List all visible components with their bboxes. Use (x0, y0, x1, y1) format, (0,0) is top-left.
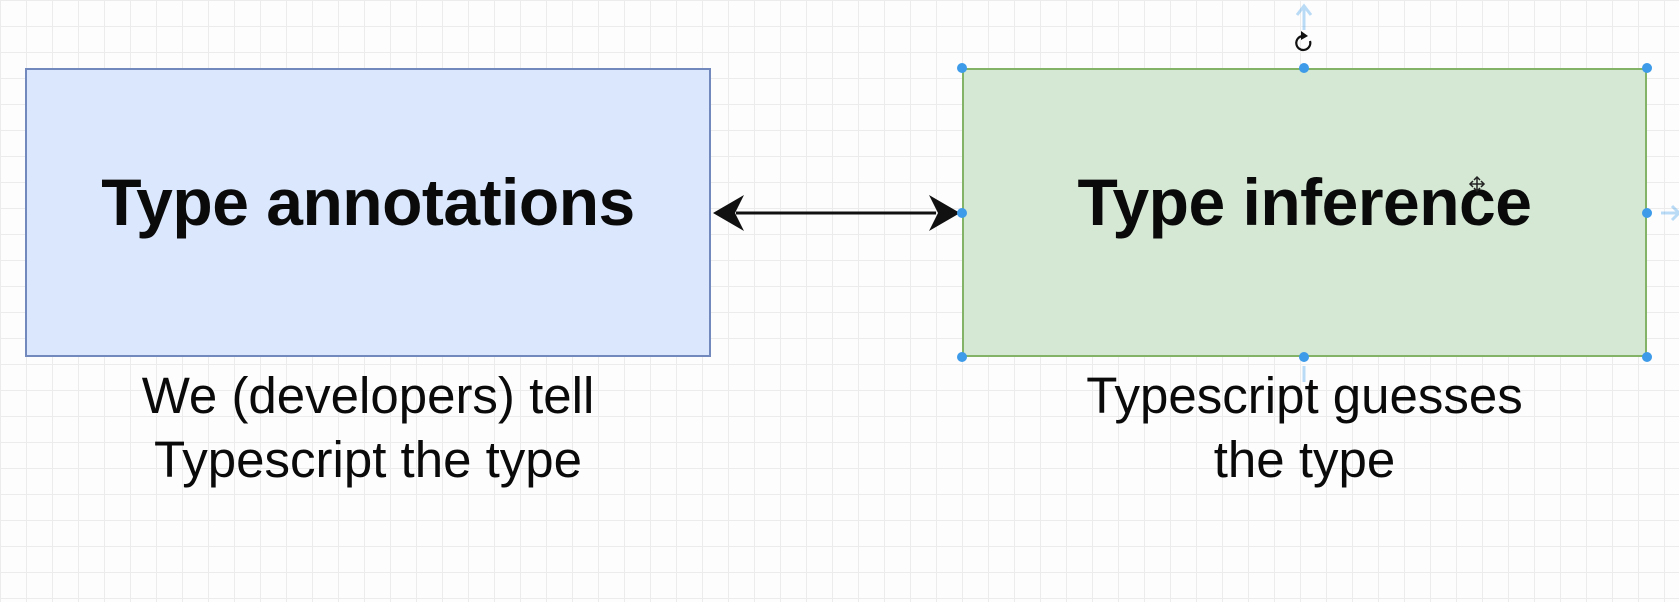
resize-handle-w[interactable] (957, 208, 967, 218)
bidirectional-connector-arrow[interactable] (713, 195, 960, 231)
type-inference-box[interactable]: Type inference (962, 68, 1647, 357)
resize-handle-sw[interactable] (957, 352, 967, 362)
type-inference-caption-line-2: the type (1213, 431, 1396, 488)
resize-handle-se[interactable] (1642, 352, 1652, 362)
type-inference-title: Type inference (1077, 164, 1532, 239)
connect-up-arrow-icon[interactable] (1295, 3, 1313, 30)
arrowhead-left-icon (713, 195, 744, 231)
resize-handle-n[interactable] (1299, 63, 1309, 73)
arrowhead-right-icon (929, 195, 960, 231)
resize-handle-nw[interactable] (957, 63, 967, 73)
resize-handle-ne[interactable] (1642, 63, 1652, 73)
type-annotations-caption-line-2: Typescript the type (153, 431, 583, 488)
selection-handles (957, 63, 1652, 362)
connect-right-arrow-icon[interactable] (1661, 204, 1679, 222)
connection-hint-arrows (1295, 3, 1679, 382)
rotate-handle-icon[interactable] (1295, 31, 1312, 52)
type-annotations-caption: We (developers) tell Typescript the type (25, 364, 711, 492)
resize-handle-s[interactable] (1299, 352, 1309, 362)
type-annotations-title: Type annotations (101, 164, 635, 239)
type-inference-caption: Typescript guesses the type (962, 364, 1647, 492)
type-annotations-caption-line-1: We (developers) tell (141, 367, 595, 424)
resize-handle-e[interactable] (1642, 208, 1652, 218)
type-inference-caption-line-1: Typescript guesses (1086, 367, 1523, 424)
type-annotations-box[interactable]: Type annotations (25, 68, 711, 357)
